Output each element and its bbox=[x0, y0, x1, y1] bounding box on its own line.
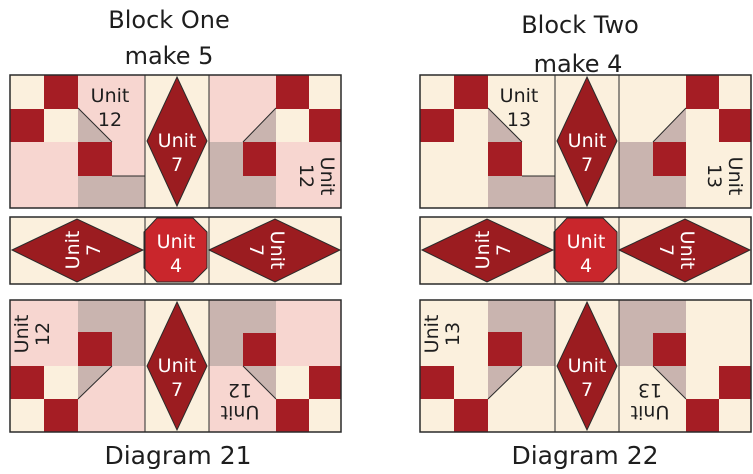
block-one-octagon-label-line2: 4 bbox=[170, 255, 182, 277]
block-one-unit-label-tl-line2: 12 bbox=[98, 109, 122, 131]
block-two-unit-label-bl-line1: Unit bbox=[421, 315, 443, 354]
block-one-row-2 bbox=[9, 216, 342, 285]
block-one-unit-label-tr-line1: Unit bbox=[316, 157, 338, 196]
block-two-unit-label-tr-line1: Unit bbox=[724, 157, 746, 196]
block-one-unit-label-bl-line2: 12 bbox=[32, 322, 54, 346]
block-two-unit-label-tl-line2: 13 bbox=[507, 109, 531, 131]
block-two-row-3 bbox=[419, 299, 752, 433]
block-two-diamond-top-label-line1: Unit bbox=[568, 130, 607, 152]
diagram-21-block bbox=[9, 74, 342, 433]
block-one-unit-label-br-line1: Unit bbox=[221, 401, 260, 423]
block-one-left-diamond-label-line1: Unit bbox=[62, 231, 84, 270]
block-two-corner-unit-bottom-right bbox=[619, 300, 751, 432]
block-two-diamond-bottom bbox=[556, 300, 618, 432]
block-one-unit-label-bl-line1: Unit bbox=[11, 315, 33, 354]
block-one-make-count: make 5 bbox=[125, 42, 214, 70]
block-one-title: Block One bbox=[108, 6, 229, 34]
block-two-octagon-label-line1: Unit bbox=[567, 231, 606, 253]
block-one-diamond-top bbox=[145, 75, 209, 208]
block-one-corner-unit-bottom-right bbox=[209, 300, 341, 432]
block-one-diamond-bottom bbox=[145, 300, 209, 432]
block-two-right-diamond-label-line1: Unit bbox=[676, 231, 698, 270]
block-two-make-count: make 4 bbox=[534, 50, 623, 78]
block-two-unit-label-tr-line2: 13 bbox=[703, 164, 725, 188]
block-two-title: Block Two bbox=[521, 11, 639, 39]
block-two-corner-unit-top-right bbox=[619, 75, 751, 208]
block-one-row-1 bbox=[9, 74, 342, 209]
block-one-right-diamond-label-line2: 7 bbox=[245, 244, 267, 256]
block-one-diamond-bottom-label-line1: Unit bbox=[158, 355, 197, 377]
block-one-corner-unit-top-right bbox=[209, 75, 341, 208]
block-one-diamond-top-label-line2: 7 bbox=[171, 154, 183, 176]
block-one-row-3 bbox=[9, 299, 342, 433]
block-two-corner-unit-top-left bbox=[420, 75, 555, 208]
block-two-diamond-top-label-line2: 7 bbox=[581, 154, 593, 176]
block-two-octagon-label-line2: 4 bbox=[580, 255, 592, 277]
block-one-unit-label-tl-line1: Unit bbox=[91, 85, 130, 107]
diagram-22-block bbox=[419, 74, 752, 433]
block-one-unit-label-br-line2: 12 bbox=[228, 379, 252, 401]
block-one-octagon-label-line1: Unit bbox=[157, 231, 196, 253]
block-two-unit-label-br-line1: Unit bbox=[631, 401, 670, 423]
block-one-right-diamond-label-line1: Unit bbox=[266, 231, 288, 270]
block-one-left-diamond-label-line2: 7 bbox=[83, 244, 105, 256]
block-two-unit-label-bl-line2: 13 bbox=[442, 322, 464, 346]
block-one-corner-unit-top-left bbox=[10, 75, 145, 208]
diagram-22-caption: Diagram 22 bbox=[511, 441, 658, 470]
block-one-diamond-bottom-label-line2: 7 bbox=[171, 379, 183, 401]
diagram-21-caption: Diagram 21 bbox=[104, 441, 251, 470]
block-two-unit-label-tl-line1: Unit bbox=[500, 85, 539, 107]
block-two-row-2 bbox=[419, 216, 752, 285]
block-two-corner-unit-bottom-left bbox=[420, 300, 555, 432]
block-two-diamond-bottom-label-line2: 7 bbox=[581, 379, 593, 401]
block-two-left-diamond-label-line1: Unit bbox=[472, 231, 494, 270]
block-two-diamond-bottom-label-line1: Unit bbox=[568, 355, 607, 377]
block-two-right-diamond-label-line2: 7 bbox=[655, 244, 677, 256]
block-two-diamond-top bbox=[556, 75, 618, 208]
block-two-row-1 bbox=[419, 74, 752, 209]
block-two-unit-label-br-line2: 13 bbox=[638, 379, 662, 401]
block-one-corner-unit-bottom-left bbox=[10, 300, 145, 432]
block-two-left-diamond-label-line2: 7 bbox=[493, 244, 515, 256]
block-one-unit-label-tr-line2: 12 bbox=[295, 164, 317, 188]
block-one-diamond-top-label-line1: Unit bbox=[158, 130, 197, 152]
